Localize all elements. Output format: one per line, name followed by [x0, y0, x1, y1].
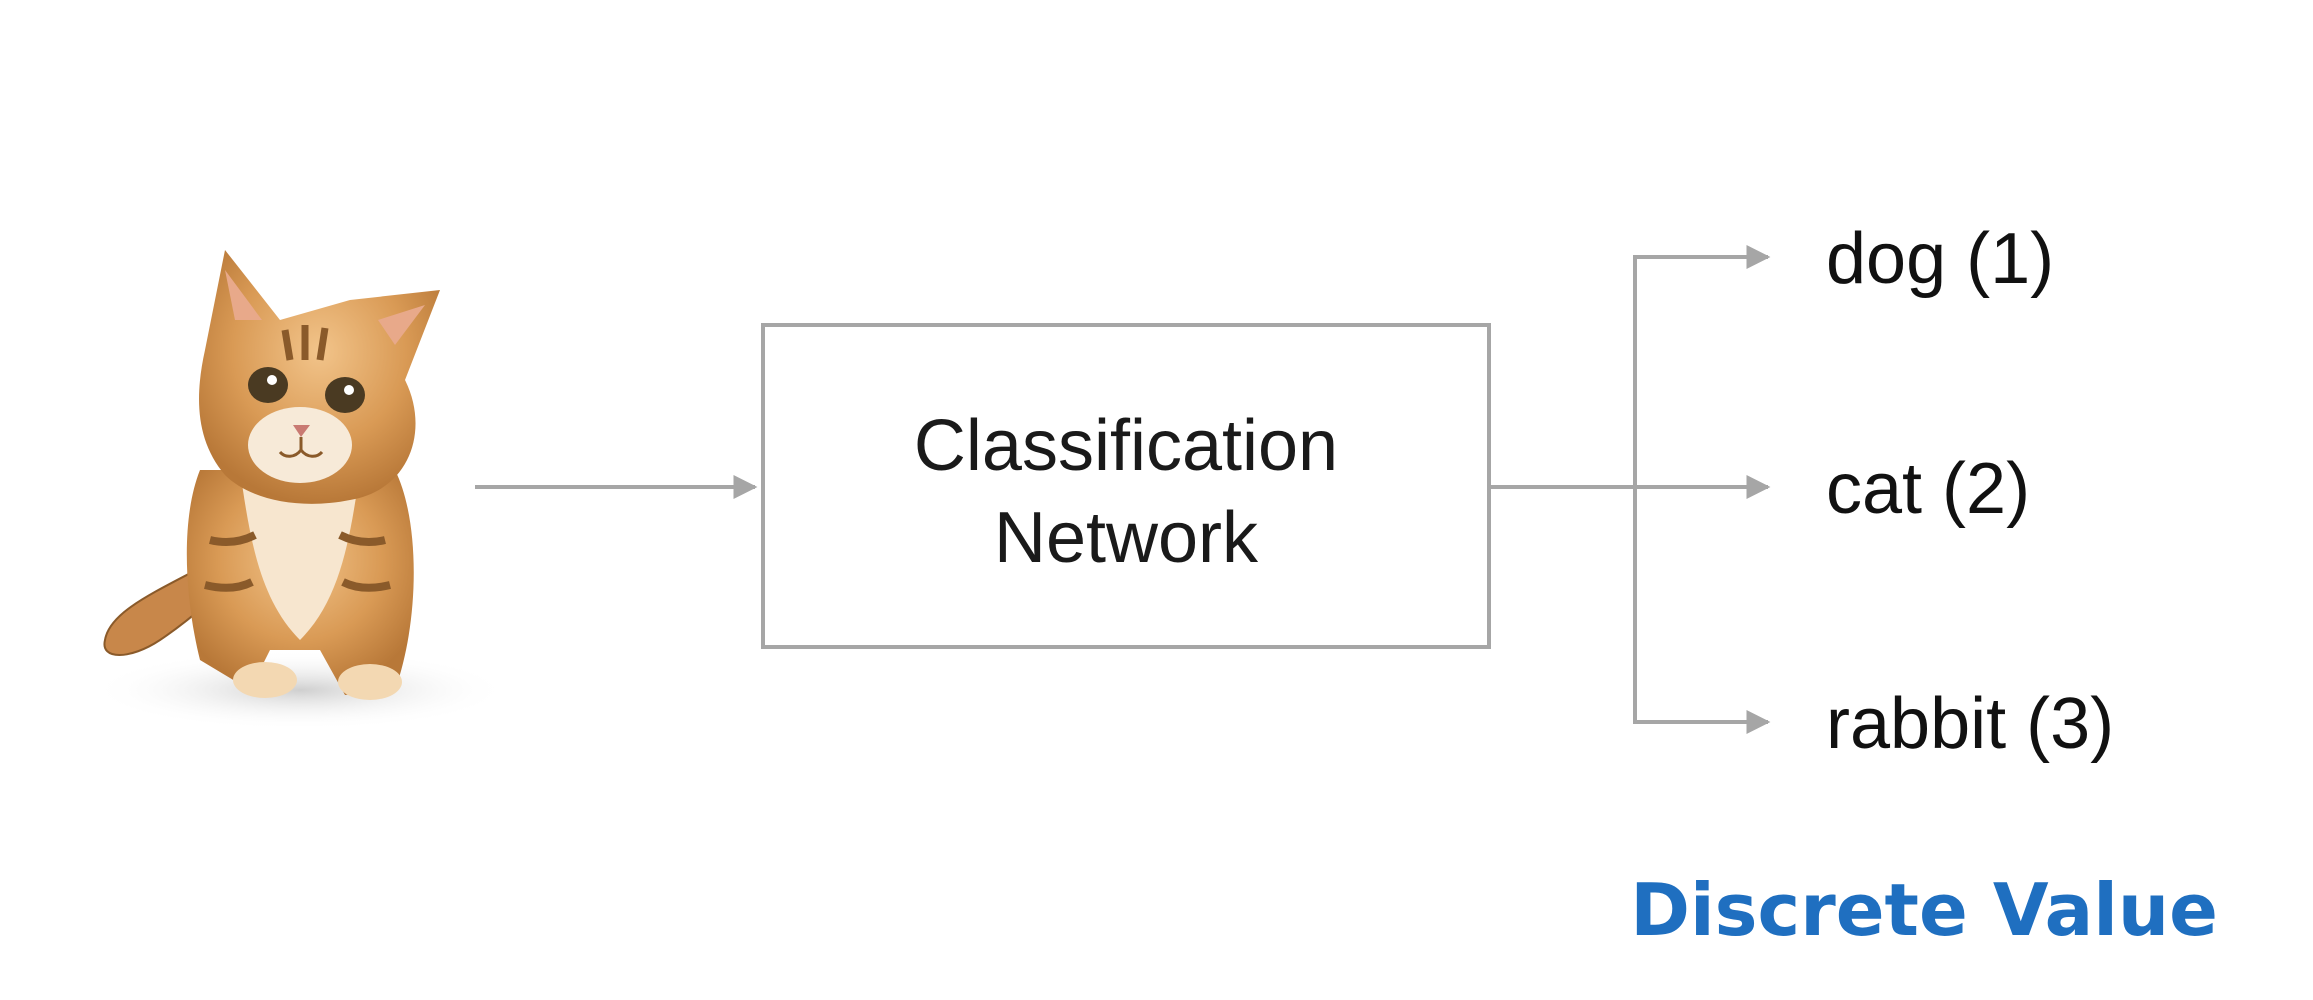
output-label-dog: dog (1) [1826, 219, 2054, 299]
classification-network-box [761, 323, 1491, 649]
discrete-value-caption: Discrete Value [1630, 868, 2218, 952]
output-label-cat: cat (2) [1826, 449, 2030, 529]
output-label-rabbit: rabbit (3) [1826, 684, 2114, 764]
kitten-icon [90, 250, 510, 730]
network-label-line1: Classification [914, 406, 1338, 486]
network-label-line2: Network [994, 498, 1259, 578]
